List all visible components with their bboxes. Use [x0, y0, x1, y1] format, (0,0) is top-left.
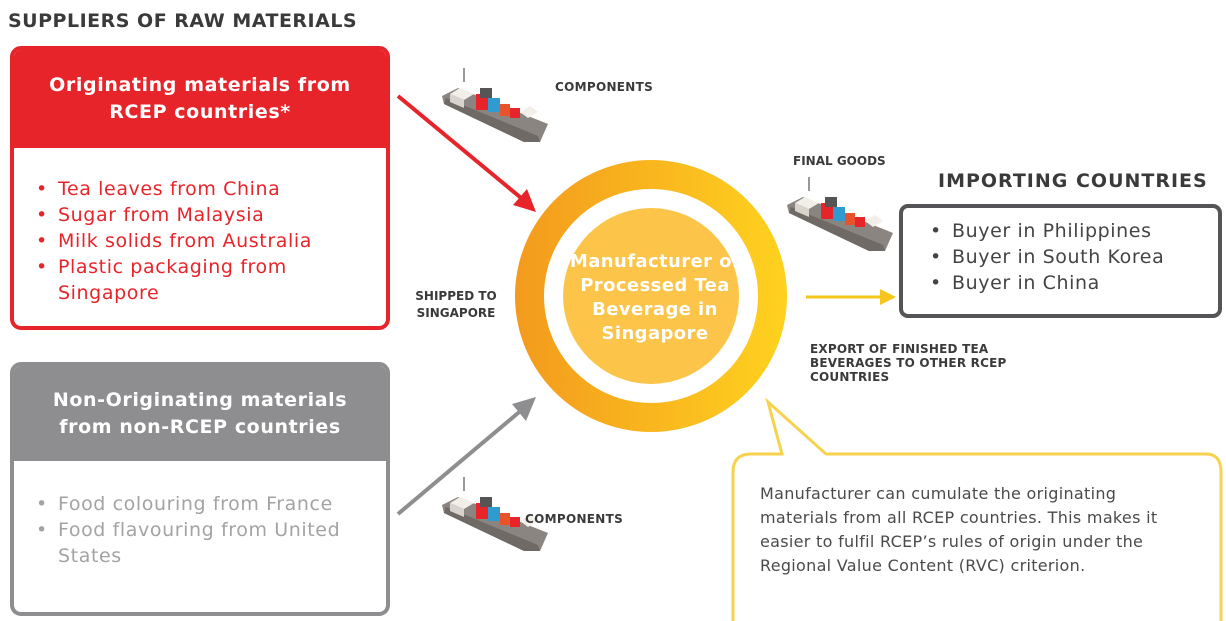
export-label: EXPORT OF FINISHED TEA BEVERAGES TO OTHE…	[810, 342, 1007, 384]
list-item: Buyer in Philippines	[928, 218, 1164, 244]
list-item: Tea leaves from China	[34, 176, 379, 202]
callout-outline	[731, 397, 1223, 621]
non-originating-materials-title: Non-Originating materials from non-RCEP …	[14, 366, 386, 461]
export-arrow-head	[880, 289, 896, 305]
cargo-ship-icon	[442, 477, 548, 551]
list-item: Plastic packaging from Singapore	[34, 254, 379, 306]
final-goods-label: FINAL GOODS	[793, 154, 886, 168]
components-label-top: COMPONENTS	[555, 80, 654, 94]
list-item: Sugar from Malaysia	[34, 202, 379, 228]
red-arrow-head	[513, 189, 536, 212]
list-item: Buyer in China	[928, 270, 1164, 296]
cargo-ship-icon	[787, 177, 893, 251]
importing-countries-heading: IMPORTING COUNTRIES	[938, 170, 1208, 192]
non-originating-materials-list: Food colouring from France Food flavouri…	[34, 491, 379, 569]
importing-countries-list: Buyer in Philippines Buyer in South Kore…	[928, 218, 1164, 296]
list-item: Milk solids from Australia	[34, 228, 379, 254]
shipped-to-singapore-label: SHIPPED TO SINGAPORE	[415, 289, 497, 320]
originating-materials-title: Originating materials from RCEP countrie…	[14, 50, 386, 148]
list-item: Buyer in South Korea	[928, 244, 1164, 270]
grey-arrow-head	[512, 397, 536, 421]
non-originating-materials-box: Non-Originating materials from non-RCEP …	[10, 362, 390, 616]
originating-materials-list: Tea leaves from China Sugar from Malaysi…	[34, 176, 379, 306]
manufacturer-core	[563, 208, 739, 384]
red-arrow	[396, 94, 528, 204]
cargo-ship-icon	[442, 68, 548, 142]
manufacturer-label: Manufacturer of Processed Tea Beverage i…	[569, 251, 741, 344]
cumulation-callout: Manufacturer can cumulate the originatin…	[760, 484, 1158, 575]
components-label-bottom: COMPONENTS	[525, 512, 624, 526]
list-item: Food colouring from France	[34, 491, 379, 517]
suppliers-heading: SUPPLIERS OF RAW MATERIALS	[8, 10, 358, 32]
list-item: Food flavouring from United States	[34, 517, 379, 569]
grey-arrow	[396, 406, 526, 516]
